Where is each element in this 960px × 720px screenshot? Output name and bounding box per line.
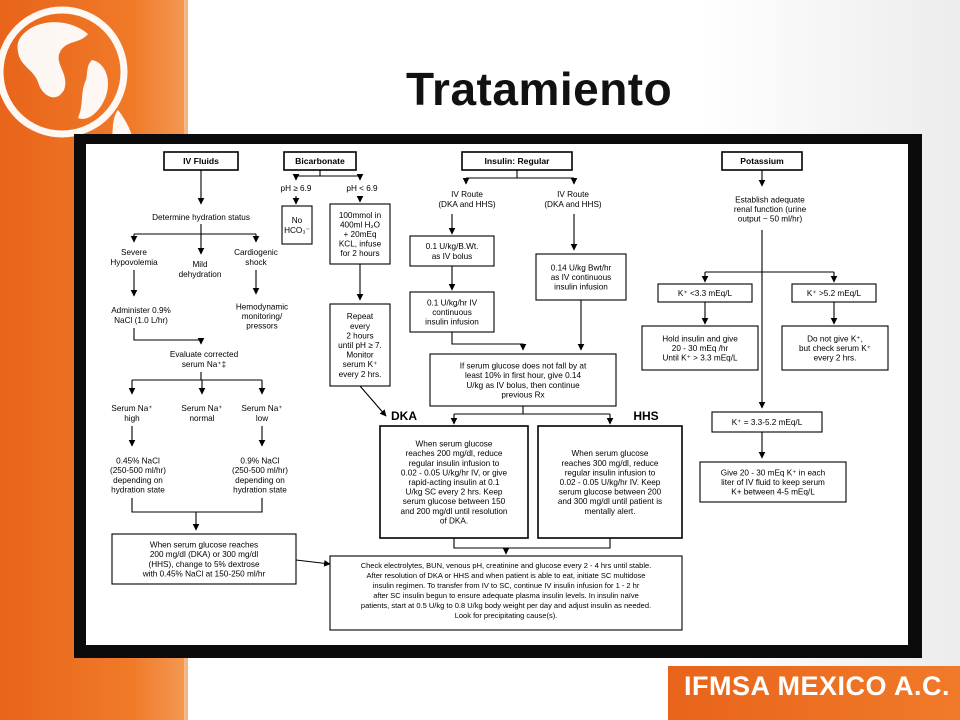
bicarbonate-header: Bicarbonate	[295, 156, 345, 166]
insulin-infusion-right-box-box	[535, 253, 627, 301]
iv-route-left-text: IV Route(DKA and HHS)	[438, 190, 496, 209]
final-instructions-text: Check electrolytes, BUN, venous pH, crea…	[361, 561, 652, 620]
dextrose-box-box	[111, 533, 297, 585]
determine-hydration-text: Determine hydration status	[152, 213, 250, 222]
potassium-header: Potassium	[740, 156, 784, 166]
hhs-label: HHS	[633, 409, 658, 423]
iv-fluids-header: IV Fluids	[183, 156, 219, 166]
iv-route-right-text: IV Route(DKA and HHS)	[544, 190, 602, 209]
flow-arrow	[295, 559, 331, 567]
dka-label: DKA	[391, 409, 417, 423]
no-potassium-box: Do not give K⁺,but check serum K⁺every 2…	[799, 334, 871, 362]
insulin-header-box	[461, 151, 573, 171]
hhs-box-box	[537, 425, 683, 539]
give-potassium-box-box	[699, 461, 847, 503]
k-mid-box: K⁺ = 3.3-5.2 mEq/L	[732, 418, 803, 427]
iv-fluids-header-box	[163, 151, 239, 171]
k-low-box: K⁺ <3.3 mEq/L	[678, 289, 733, 298]
k-mid-box-box	[711, 411, 823, 433]
insulin-infusion-box-box	[409, 291, 495, 333]
serum-na-normal-text: Serum Na⁺normal	[181, 404, 222, 423]
insulin-bolus-box-box	[409, 235, 495, 267]
bicarbonate-header-box	[283, 151, 357, 171]
dka-box-box	[379, 425, 529, 539]
flowchart-panel: IV Fluids Bicarbonate Insulin: Regular Pota…	[86, 144, 908, 645]
slide-title: Tratamiento	[406, 63, 673, 115]
serum-na-low-text: Serum Na⁺low	[241, 404, 282, 423]
footer-bar	[668, 666, 960, 720]
bicarb-dose-box-box	[329, 203, 391, 265]
flow-arrow	[453, 538, 510, 555]
flow-arrow	[359, 385, 387, 417]
final-instructions-box	[329, 555, 683, 631]
hold-insulin-box-box	[641, 325, 759, 371]
bicarb-repeat-box-box	[329, 303, 391, 387]
potassium-header-box	[721, 151, 803, 171]
ph-low-text: pH < 6.9	[346, 184, 378, 193]
k-high-box-box	[791, 283, 877, 303]
footer-org-name: IFMSA MEXICO A.C.	[684, 671, 951, 701]
administer-nacl-text: Administer 0.9%NaCl (1.0 L/hr)	[111, 306, 171, 325]
no-potassium-box-box	[781, 325, 889, 371]
insulin-bolus-box: 0.1 U/kg/B.Wt.as IV bolus	[426, 242, 479, 261]
flow-arrow	[133, 328, 205, 345]
flow-arrow	[506, 538, 611, 549]
k-low-box-box	[657, 283, 753, 303]
flowchart: IV Fluids Bicarbonate Insulin: Regular Pota…	[110, 151, 889, 631]
no-hco3-box-box	[281, 205, 313, 245]
glucose-fall-box-box	[429, 353, 617, 407]
ph-high-text: pH ≥ 6.9	[281, 184, 312, 193]
serum-na-high-text: Serum Na⁺high	[111, 404, 152, 423]
flow-arrow	[451, 332, 527, 351]
k-high-box: K⁺ >5.2 mEq/L	[807, 289, 862, 298]
insulin-header: Insulin: Regular	[485, 156, 551, 166]
flow-arrow	[131, 498, 263, 513]
